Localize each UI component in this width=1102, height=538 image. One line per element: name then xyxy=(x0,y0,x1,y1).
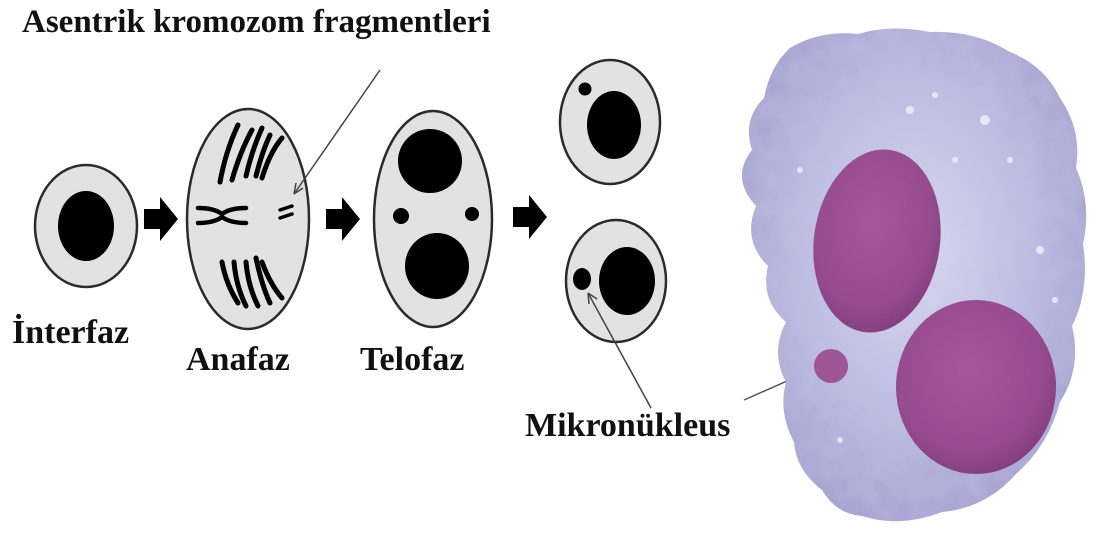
micrograph-lower-nucleus xyxy=(896,300,1056,474)
micrograph-micronucleus xyxy=(814,349,848,383)
telophase-right-micronucleus xyxy=(465,207,479,221)
anaphase-cell xyxy=(187,109,309,329)
daughter-cell-top xyxy=(560,60,660,184)
anaphase-label: Anafaz xyxy=(186,343,290,377)
interphase-cell xyxy=(35,165,137,287)
telophase-upper-nucleus xyxy=(398,129,462,193)
phase-arrow-icon xyxy=(513,195,547,239)
daughter-bottom-micronucleus xyxy=(573,268,591,290)
daughter-bottom-nucleus xyxy=(599,247,655,315)
phase-arrow-icon xyxy=(326,197,360,241)
telophase-cell xyxy=(374,111,492,327)
daughter-top-micronucleus xyxy=(579,83,592,96)
interphase-nucleus xyxy=(58,191,114,261)
telophase-left-micronucleus xyxy=(393,208,409,224)
telophase-lower-nucleus xyxy=(405,233,469,299)
phase-arrow-icon xyxy=(144,197,178,241)
acentric-fragments-label: Asentrik kromozom fragmentleri xyxy=(22,6,491,39)
micronucleus-label: Mikronükleus xyxy=(525,409,730,443)
daughter-top-nucleus xyxy=(587,91,641,159)
fragment-pointer-line xyxy=(294,70,380,194)
interphase-label: İnterfaz xyxy=(12,316,129,350)
telophase-label: Telofaz xyxy=(360,343,465,377)
daughter-cell-bottom xyxy=(566,220,666,342)
binucleated-cell-micrograph xyxy=(742,28,1086,521)
